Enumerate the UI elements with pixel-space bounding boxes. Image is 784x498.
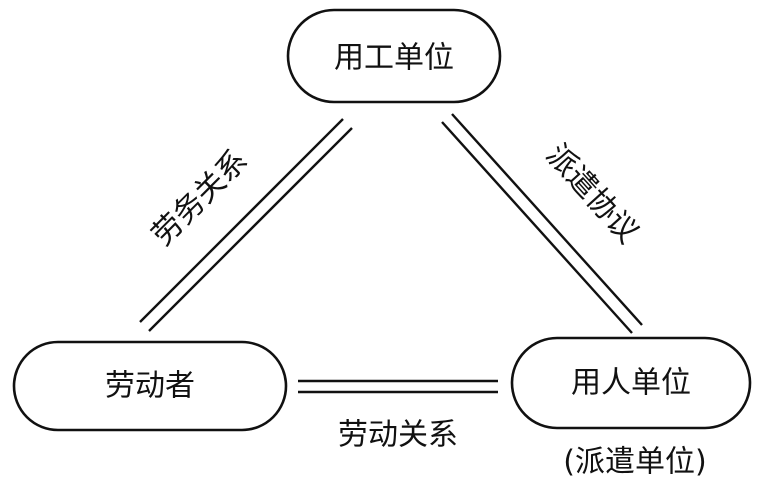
node-dispatcher-sublabel: (派遣单位) (563, 445, 706, 480)
node-worker-oval (12, 340, 288, 432)
node-dispatcher-oval (510, 336, 752, 430)
edge-dispatch-agreement-label: 派遣协议 (539, 138, 645, 251)
edge-labor-relation (298, 379, 498, 394)
node-employer: 用工单位 (286, 8, 502, 104)
edge-dispatch-agreement-line-1 (441, 121, 633, 334)
edge-labor-service (139, 118, 353, 332)
node-employer-oval (286, 8, 502, 104)
edge-labor-service-line-1 (139, 118, 344, 323)
node-dispatcher-label: 用人单位 (571, 366, 691, 401)
node-dispatcher: 用人单位 (派遣单位) (510, 336, 752, 480)
edge-dispatch-agreement-line-2 (451, 113, 643, 326)
node-employer-label: 用工单位 (334, 41, 454, 76)
edge-dispatch-agreement (441, 113, 643, 334)
edge-labor-relation-label: 劳动关系 (338, 418, 458, 453)
edge-labor-service-line-2 (148, 127, 353, 332)
node-worker: 劳动者 (12, 340, 288, 432)
edge-labor-service-label: 劳务关系 (145, 143, 255, 253)
node-worker-label: 劳动者 (105, 369, 195, 404)
